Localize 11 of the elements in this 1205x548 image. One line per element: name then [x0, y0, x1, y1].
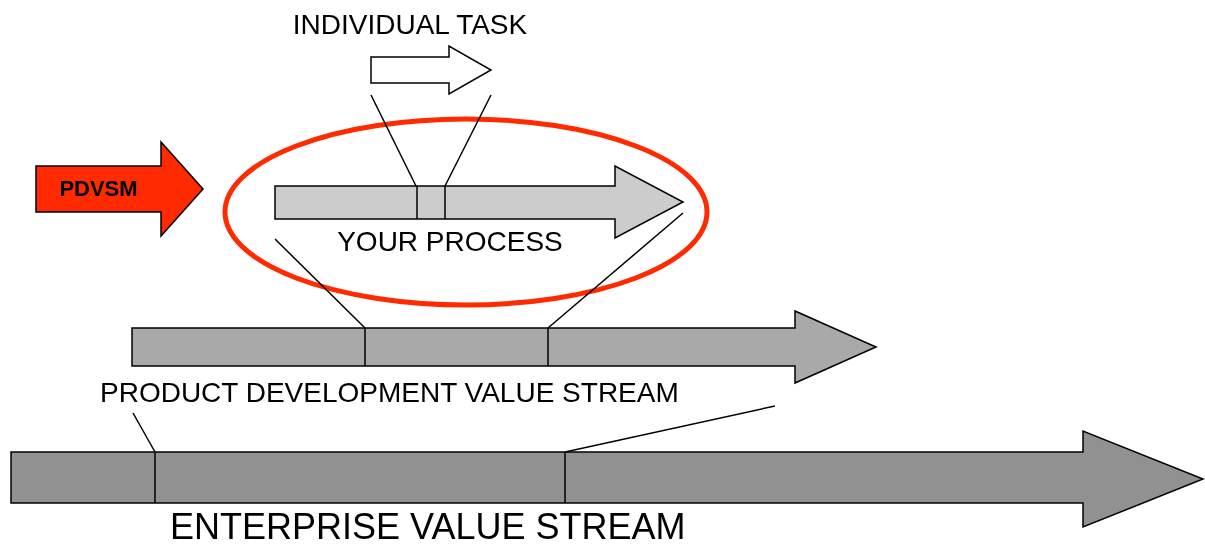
zoom-line: [132, 412, 156, 453]
stream-label: INDIVIDUAL TASK: [292, 8, 528, 42]
stream-label: PRODUCT DEVELOPMENT VALUE STREAM: [100, 376, 679, 410]
zoom-line: [547, 212, 684, 329]
stream-label: PDVSM: [59, 175, 138, 203]
zoom-line: [564, 405, 776, 453]
zoom-line: [274, 238, 366, 329]
stream-label: YOUR PROCESS: [337, 225, 563, 259]
zoom-line: [370, 94, 417, 187]
zoom-line: [444, 94, 492, 187]
stream-label: ENTERPRISE VALUE STREAM: [170, 507, 686, 547]
